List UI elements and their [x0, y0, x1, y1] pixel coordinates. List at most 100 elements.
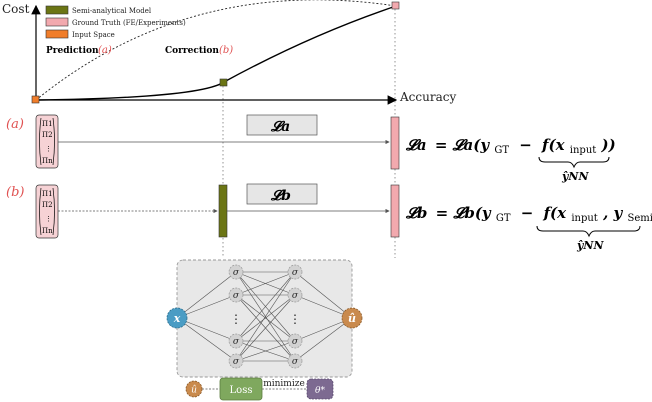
- input-edge: [176, 317, 237, 342]
- row-b-eq-sep: , y: [602, 204, 623, 222]
- legend-swatch-input: [45, 29, 69, 39]
- neuron-activation-label: σ: [292, 291, 299, 301]
- hidden-edge: [235, 294, 296, 342]
- theta-label: θ*: [315, 386, 325, 396]
- legend-label-semi: Semi-analytical Model: [72, 7, 152, 15]
- neuron-activation-label: σ: [292, 337, 299, 347]
- row-b-eq-minus: −: [521, 204, 534, 222]
- prediction-tag: (a): [98, 45, 112, 56]
- minimize-label: minimize: [263, 379, 305, 389]
- row-a-eq-input: input: [570, 145, 597, 156]
- prediction-label: Prediction: [46, 46, 99, 56]
- output-edge: [294, 271, 353, 319]
- output-u-node-label: û: [348, 312, 356, 325]
- row-b-vector-item: ⋮: [45, 215, 52, 223]
- row-b-ground-truth-bar: [390, 184, 400, 238]
- legend-label-gt: Ground Truth (FE/Experiments): [72, 19, 186, 27]
- semi-analytical-point: [219, 78, 228, 87]
- row-a-vector-paren-left: [39, 117, 42, 166]
- row-b: (b) Π1 Π2 ⋮ Πn 𝓛b 𝓛b = 𝓛b(y GT − f(x inp…: [6, 183, 652, 252]
- input-x-node: x: [166, 307, 188, 329]
- hidden-edge: [235, 271, 296, 296]
- input-x-node-circle: [166, 307, 188, 329]
- row-b-eq-semi: Semi: [627, 213, 652, 224]
- row-b-eq-f: f(x: [543, 204, 568, 222]
- output-edge: [294, 294, 353, 319]
- neuron-activation-label: σ: [292, 357, 299, 367]
- theta-box: [306, 378, 334, 400]
- row-a-underbrace: [538, 156, 610, 169]
- neuron-circle: [228, 264, 244, 280]
- row-a-eq-f: f(x: [541, 136, 566, 154]
- legend-swatch-semi: [45, 5, 69, 15]
- row-a-eq-lhs: 𝓛a: [405, 136, 427, 154]
- y-axis-label: Cost: [2, 2, 30, 16]
- layer-ellipsis: ⋮: [289, 312, 301, 326]
- hidden-neuron: σ: [228, 353, 244, 369]
- hidden-edge: [235, 271, 296, 362]
- output-u-node: û: [341, 307, 363, 329]
- neuron-circle: [287, 333, 303, 349]
- loss-input-u-label: û: [191, 385, 197, 396]
- row-b-eq-gt: GT: [496, 213, 511, 224]
- row-a-loss-box: [246, 114, 318, 136]
- legend: Semi-analytical Model Ground Truth (FE/E…: [45, 5, 186, 39]
- neuron-circle: [228, 287, 244, 303]
- row-b-tag: (b): [6, 185, 24, 200]
- row-b-input-vector-box: [35, 184, 59, 239]
- row-a-eq-minus: −: [519, 136, 532, 154]
- row-a-eq-close: )): [601, 136, 616, 154]
- row-b-brace-label: ŷNN: [576, 239, 604, 252]
- neuron-activation-label: σ: [233, 291, 240, 301]
- row-a-eq-mid: = 𝓛a(y: [435, 136, 491, 154]
- row-b-vector-paren-right: [52, 187, 55, 236]
- row-a-input-vector-box: [35, 114, 59, 169]
- legend-label-input: Input Space: [72, 31, 115, 39]
- hidden-neuron: σ: [287, 264, 303, 280]
- row-a-vector-paren-right: [52, 117, 55, 166]
- row-b-eq-lhs: 𝓛b: [405, 204, 427, 222]
- row-b-vector-item: Π2: [42, 201, 53, 209]
- loss-input-u-node: [185, 380, 203, 398]
- row-b-loss-box: [246, 183, 318, 205]
- loss-box: [219, 377, 263, 401]
- loss-box-label: Loss: [230, 385, 253, 396]
- neuron-circle: [228, 333, 244, 349]
- row-b-eq-mid: = 𝓛b(y: [436, 204, 492, 222]
- correction-tag: (b): [219, 45, 233, 56]
- hidden-edge: [235, 340, 296, 362]
- layer-ellipsis: ⋮: [230, 312, 242, 326]
- row-a-loss-box-label: 𝓛a: [270, 119, 290, 135]
- row-a-equation: 𝓛a = 𝓛a(y GT − f(x input )): [405, 136, 616, 157]
- neuron-activation-label: σ: [292, 268, 299, 278]
- neuron-circle: [287, 287, 303, 303]
- input-space-point: [31, 95, 40, 104]
- cost-accuracy-plot: Cost Accuracy Semi-analytical Model Grou…: [2, 0, 456, 105]
- neuron-activation-label: σ: [233, 268, 240, 278]
- hidden-neuron: σ: [287, 353, 303, 369]
- row-a: (a) Π1 Π2 ⋮ Πn 𝓛a 𝓛a = 𝓛a(y GT − f(x inp…: [6, 114, 616, 183]
- input-x-node-label: x: [173, 312, 181, 325]
- input-edge: [176, 294, 237, 319]
- hidden-neuron: σ: [228, 264, 244, 280]
- network-edges: [176, 271, 353, 362]
- hidden-neuron: σ: [228, 287, 244, 303]
- row-a-ground-truth-bar: [390, 116, 400, 170]
- x-axis-label: Accuracy: [399, 90, 456, 104]
- correction-label: Correction: [165, 46, 219, 56]
- neuron-circle: [287, 353, 303, 369]
- neuron-activation-label: σ: [233, 337, 240, 347]
- hidden-neuron: σ: [287, 287, 303, 303]
- neuron-circle: [228, 353, 244, 369]
- row-a-vector-item: Π1: [42, 120, 53, 128]
- legend-swatch-gt: [45, 17, 69, 27]
- row-a-eq-gt: GT: [494, 145, 509, 156]
- input-edge: [176, 317, 237, 362]
- neuron-activation-label: σ: [233, 357, 240, 367]
- row-a-tag: (a): [6, 117, 24, 132]
- row-b-vector-paren-left: [39, 187, 42, 236]
- row-a-vector-item: Π2: [42, 131, 53, 139]
- row-a-brace-label: ŷNN: [561, 170, 589, 183]
